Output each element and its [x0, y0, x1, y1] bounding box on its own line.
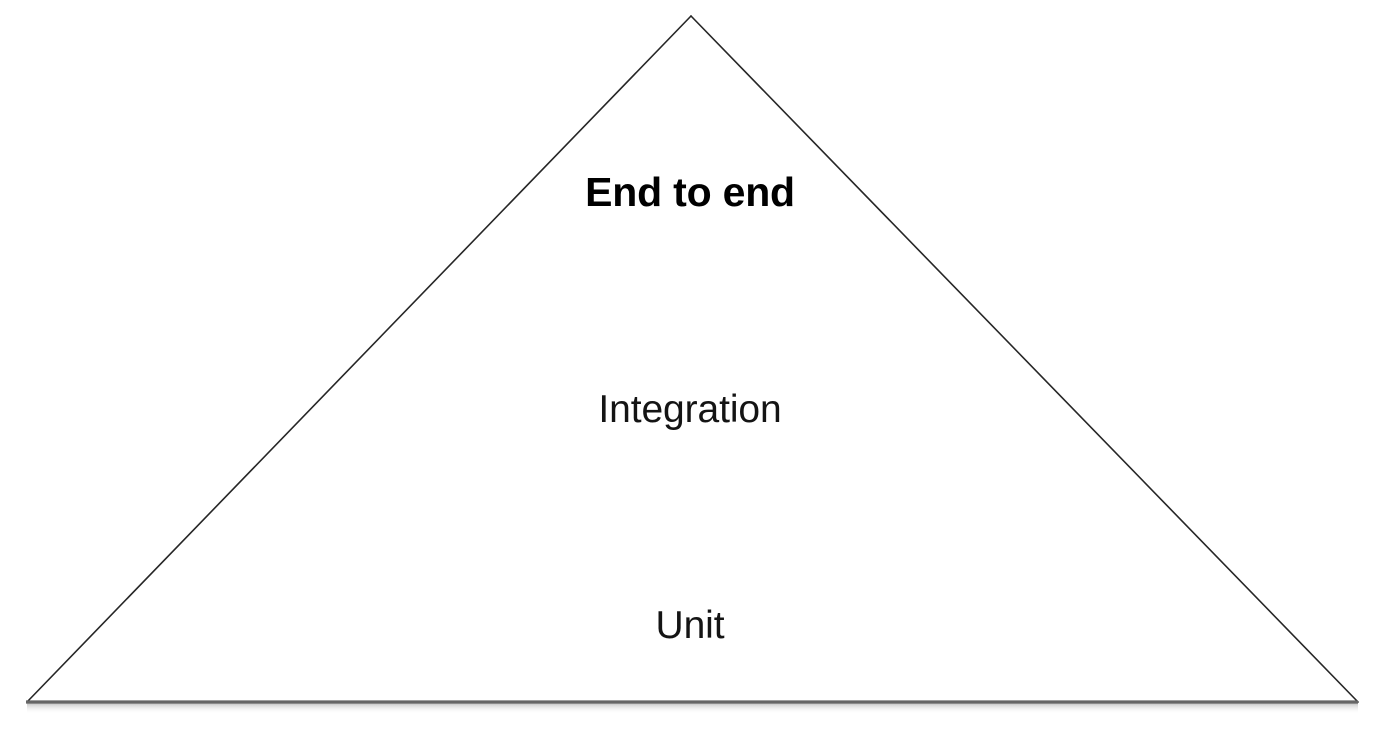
- triangle-left-edge: [26, 15, 692, 703]
- base-shadow: [27, 703, 1358, 714]
- triangle-fill: [27, 16, 1358, 702]
- triangle-right-edge: [690, 15, 1359, 703]
